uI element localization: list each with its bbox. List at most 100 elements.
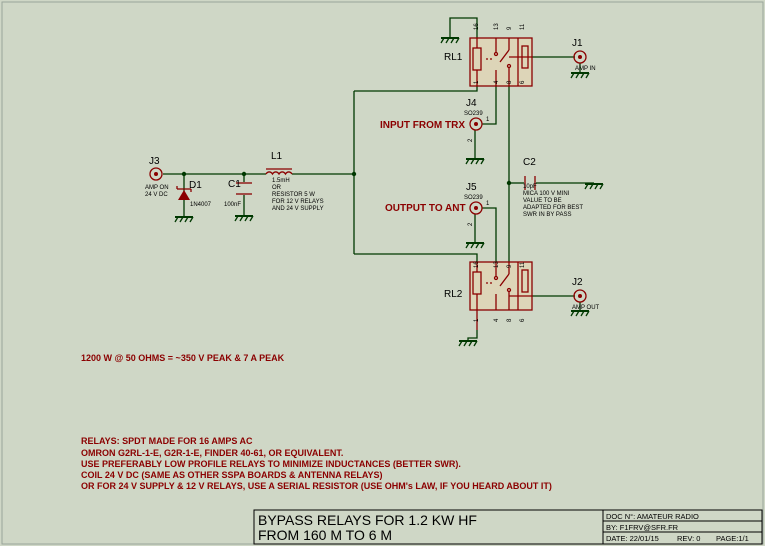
j4-pin-1: 1 — [486, 117, 490, 123]
rl1-pin-8: 8 — [507, 80, 513, 84]
j4-value-label: SO239 — [464, 111, 483, 117]
relay-note-line: RELAYS: SPDT MADE FOR 16 AMPS AC — [81, 436, 253, 446]
rl1-pin-13: 13 — [494, 23, 500, 30]
j1-value-label: AMP IN — [575, 66, 596, 72]
c2-value-line4: ADAPTED FOR BEST — [523, 205, 583, 211]
capacitor-c2[interactable]: C2 10pF MICA 100 V MINI VALUE TO BE ADAP… — [523, 157, 583, 218]
junctions — [181, 171, 512, 186]
rl1-pin-9: 9 — [507, 26, 513, 30]
relay-note-line: USE PREFERABLY LOW PROFILE RELAYS TO MIN… — [81, 459, 461, 469]
capacitor-c1[interactable]: C1 100nF — [224, 179, 252, 208]
c1-ref-label: C1 — [228, 179, 241, 190]
c2-value-line3: VALUE TO BE — [523, 198, 562, 204]
relay-note-line: COIL 24 V DC (SAME AS OTHER SSPA BOARDS … — [81, 470, 383, 480]
j5-ref-label: J5 — [466, 182, 477, 193]
wire-rl1-gnd — [449, 17, 478, 38]
connector-j2[interactable]: J2 AMP OUT — [572, 277, 600, 311]
ground-icon — [174, 216, 194, 223]
title-line1: BYPASS RELAYS FOR 1.2 KW HF — [258, 512, 477, 528]
j5-pin-2: 2 — [468, 222, 474, 226]
relay-notes: RELAYS: SPDT MADE FOR 16 AMPS AC OMRON G… — [81, 436, 552, 491]
inductor-icon — [265, 171, 293, 176]
connector-icon — [149, 167, 163, 181]
wire-rl2-j5 — [482, 207, 497, 262]
j4-pin-2: 2 — [468, 138, 474, 142]
rl1-ref-label: RL1 — [444, 52, 463, 63]
inductor-l1[interactable]: L1 1.5mH OR RESISTOR 5 W FOR 12 V RELAYS… — [265, 151, 324, 212]
rl2-pin-13: 13 — [494, 261, 500, 268]
title-line2: FROM 160 M TO 6 M — [258, 527, 392, 543]
ground-icon — [465, 158, 485, 165]
wires — [163, 17, 594, 340]
connector-j3[interactable]: J3 AMP ON 24 V DC — [145, 156, 169, 198]
ground-icon — [234, 215, 254, 222]
net-label-output: OUTPUT TO ANT — [385, 203, 466, 214]
rl2-pin-4: 4 — [494, 318, 500, 322]
j5-value-label: SO239 — [464, 195, 483, 201]
ground-icon — [584, 183, 604, 190]
title-doc: DOC N°: AMATEUR RADIO — [606, 512, 699, 521]
junction-d1 — [181, 171, 187, 177]
wire-rl2-gnd — [467, 330, 478, 340]
j2-value-label: AMP OUT — [572, 305, 600, 311]
title-block: BYPASS RELAYS FOR 1.2 KW HF FROM 160 M T… — [253, 509, 763, 545]
j3-ref-label: J3 — [149, 156, 160, 167]
connector-icon — [573, 50, 587, 64]
relay-rl2[interactable]: 16 13 9 11 1 4 8 6 RL2 — [444, 261, 533, 330]
rl2-pin-8: 8 — [507, 318, 513, 322]
ground-icon — [440, 37, 460, 44]
rl1-pin-4: 4 — [494, 80, 500, 84]
j5-pin-1: 1 — [486, 201, 490, 207]
l1-value-line1: 1.5mH — [272, 178, 290, 184]
rl1-pin-1: 1 — [474, 80, 480, 84]
c2-ref-label: C2 — [523, 157, 536, 168]
l1-value-line4: FOR 12 V RELAYS — [272, 199, 324, 205]
rl1-pin-16: 16 — [474, 23, 480, 30]
ground-icon — [465, 242, 485, 249]
connector-j5[interactable]: J5 SO239 1 2 — [464, 182, 490, 226]
relay-rl2-body — [469, 261, 533, 311]
relay-note-line: OR FOR 24 V SUPPLY & 12 V RELAYS, USE A … — [81, 481, 552, 491]
j4-ref-label: J4 — [466, 98, 477, 109]
rl2-pin-9: 9 — [507, 264, 513, 268]
connector-icon — [469, 201, 483, 215]
title-page: PAGE:1/1 — [716, 534, 749, 543]
wire-rl1-j4 — [482, 86, 497, 125]
c2-value-line5: SWR IN BY PASS — [523, 212, 571, 218]
relay-note-line: OMRON G2RL-1-E, G2R-1-E, FINDER 40-61, O… — [81, 448, 343, 458]
ground-icon — [570, 72, 590, 79]
c1-value-label: 100nF — [224, 202, 241, 208]
j2-ref-label: J2 — [572, 277, 583, 288]
rl2-pin-6: 6 — [520, 318, 526, 322]
j3-value-line1: AMP ON — [145, 185, 169, 191]
power-note: 1200 W @ 50 OHMS = ~350 V PEAK & 7 A PEA… — [81, 353, 285, 363]
wire-bus-rl1 — [354, 86, 478, 92]
ground-symbols — [174, 37, 604, 347]
l1-value-line2: OR — [272, 185, 282, 191]
title-by: BY: F1FRV@SFR.FR — [606, 523, 679, 532]
connector-j1[interactable]: J1 AMP IN — [572, 38, 596, 72]
wire-bus-rl2 — [354, 253, 478, 262]
title-rev: REV: 0 — [677, 534, 700, 543]
relay-rl1[interactable]: 16 13 9 11 1 4 8 6 RL1 — [444, 23, 533, 87]
rl2-pin-16: 16 — [474, 261, 480, 268]
l1-ref-label: L1 — [271, 151, 283, 162]
connector-icon — [469, 117, 483, 131]
junction-bus — [351, 171, 357, 177]
rl1-pin-6: 6 — [520, 80, 526, 84]
relay-rl1-body — [469, 37, 533, 87]
l1-value-line3: RESISTOR 5 W — [272, 192, 315, 198]
diode-d1[interactable]: D1 1N4007 — [176, 180, 212, 208]
junction-c1 — [241, 171, 247, 177]
j1-ref-label: J1 — [572, 38, 583, 49]
connector-j4[interactable]: J4 SO239 1 2 — [464, 98, 490, 142]
c2-value-line2: MICA 100 V MINI — [523, 191, 570, 197]
connector-icon — [573, 289, 587, 303]
ground-icon — [570, 310, 590, 317]
d1-ref-label: D1 — [189, 180, 202, 191]
d1-value-label: 1N4007 — [190, 202, 212, 208]
rl1-pin-11: 11 — [520, 23, 526, 30]
rl2-pin-11: 11 — [520, 261, 526, 268]
